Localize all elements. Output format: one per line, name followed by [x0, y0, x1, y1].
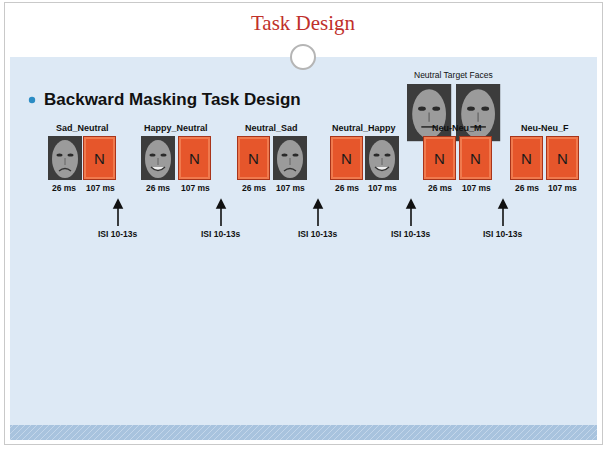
duration-label: 107 ms [86, 184, 115, 193]
duration-label: 107 ms [276, 184, 305, 193]
duration-label: 26 ms [335, 184, 359, 193]
mask-box: N [83, 136, 116, 180]
isi-label: ISI 10-13s [391, 230, 430, 239]
mask-letter: N [248, 151, 259, 166]
image-caption: Neutral Target Faces [414, 71, 493, 80]
mask-letter: N [434, 151, 445, 166]
condition-name: Happy_Neutral [144, 124, 208, 134]
isi-label: ISI 10-13s [201, 230, 240, 239]
duration-label: 107 ms [368, 184, 397, 193]
condition-name: Neutral_Happy [332, 124, 396, 134]
slide-title: Task Design [251, 12, 355, 35]
mask-letter: N [189, 151, 200, 166]
mask-letter: N [470, 151, 481, 166]
bullet-text: Backward Masking Task Design [44, 91, 301, 110]
mask-box: N [330, 136, 363, 180]
mask-letter: N [341, 151, 352, 166]
condition-name: Neu-Neu_F [521, 124, 569, 134]
mask-letter: N [557, 151, 568, 166]
duration-label: 26 ms [515, 184, 539, 193]
condition-name: Sad_Neutral [56, 124, 109, 134]
duration-label: 107 ms [548, 184, 577, 193]
duration-label: 26 ms [52, 184, 76, 193]
duration-label: 26 ms [146, 184, 170, 193]
isi-label: ISI 10-13s [98, 230, 137, 239]
isi-label: ISI 10-13s [483, 230, 522, 239]
mask-letter: N [521, 151, 532, 166]
mask-box: N [459, 136, 492, 180]
mask-letter: N [94, 151, 105, 166]
isi-label: ISI 10-13s [298, 230, 337, 239]
duration-label: 26 ms [242, 184, 266, 193]
mask-box: N [510, 136, 543, 180]
mask-box: N [546, 136, 579, 180]
duration-label: 107 ms [181, 184, 210, 193]
duration-label: 107 ms [462, 184, 491, 193]
mask-box: N [237, 136, 270, 180]
condition-name: Neutral_Sad [245, 124, 298, 134]
mask-box: N [423, 136, 456, 180]
mask-box: N [178, 136, 211, 180]
duration-label: 26 ms [428, 184, 452, 193]
condition-name: Neu-Neu_M [432, 124, 482, 134]
